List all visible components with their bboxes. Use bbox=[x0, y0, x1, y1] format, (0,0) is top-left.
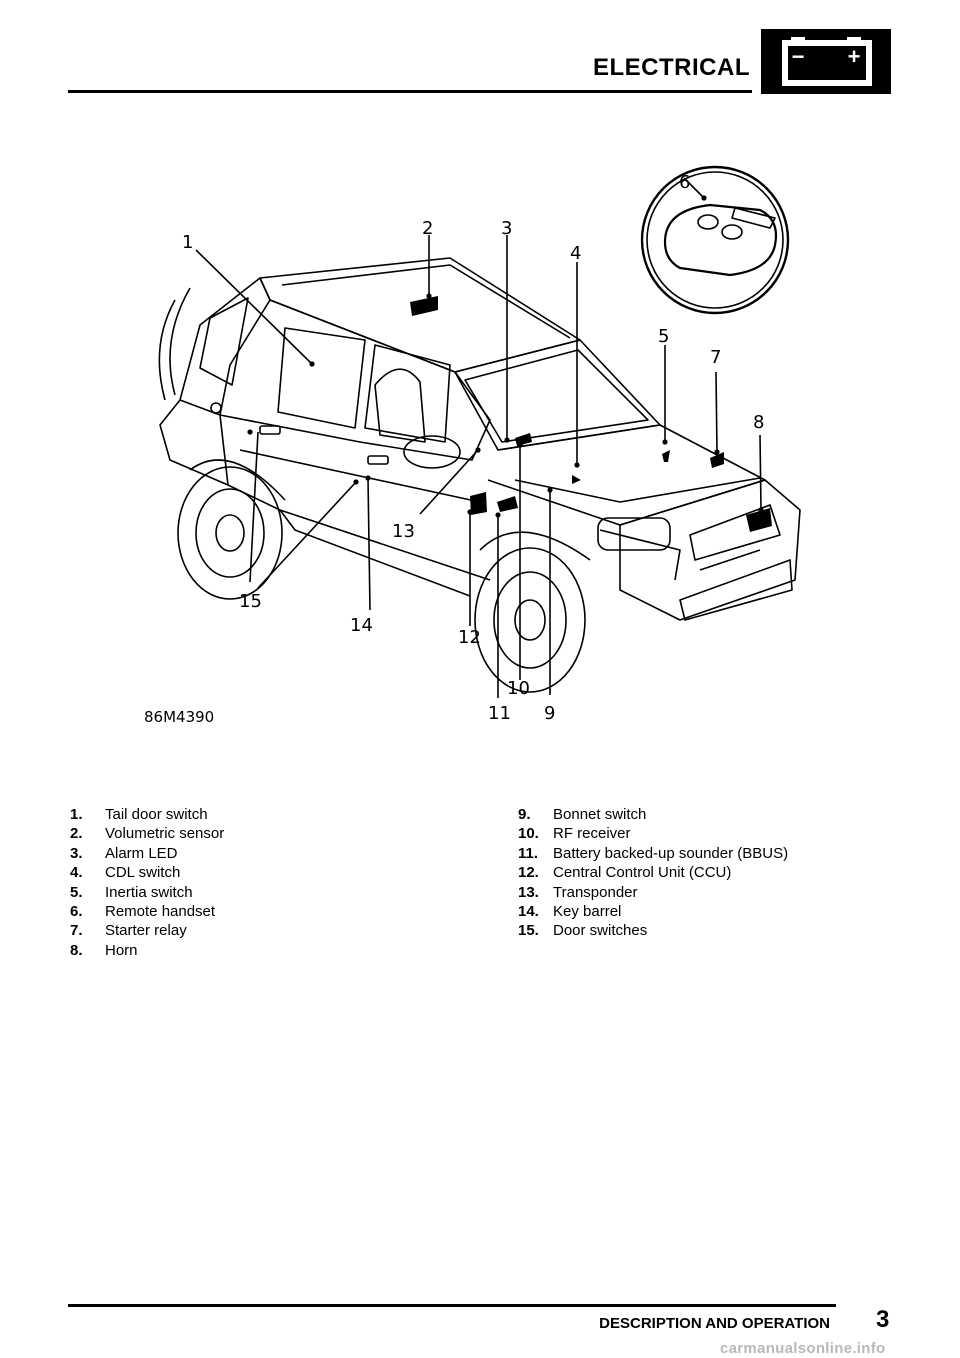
callout-5: 5 bbox=[658, 326, 670, 347]
legend-number: 5. bbox=[70, 883, 83, 901]
legend-number: 12. bbox=[518, 864, 539, 882]
legend-item: 13. Transponder bbox=[518, 883, 788, 902]
legend-label: Key barrel bbox=[553, 903, 622, 921]
legend-number: 7. bbox=[70, 922, 83, 940]
legend-label: CDL switch bbox=[105, 864, 181, 882]
legend-number: 2. bbox=[70, 825, 83, 843]
legend-item: 11. Battery backed-up sounder (BBUS) bbox=[518, 844, 788, 863]
legend-item: 15. Door switches bbox=[518, 921, 788, 940]
legend-number: 13. bbox=[518, 883, 539, 901]
callout-1: 1 bbox=[182, 232, 194, 253]
footer-rule bbox=[68, 1304, 836, 1307]
legend-label: Battery backed-up sounder (BBUS) bbox=[553, 844, 789, 862]
legend-label: Door switches bbox=[553, 922, 648, 940]
legend-item: 5. Inertia switch bbox=[70, 883, 224, 902]
vehicle-line-drawing bbox=[158, 165, 801, 698]
page-section-title: ELECTRICAL bbox=[593, 54, 750, 81]
legend-number: 9. bbox=[518, 806, 531, 823]
legend-number: 6. bbox=[70, 903, 83, 921]
legend-item: 3. Alarm LED bbox=[70, 844, 224, 863]
legend-item: 12. Central Control Unit (CCU) bbox=[518, 863, 788, 882]
legend-number: 4. bbox=[70, 864, 83, 882]
legend-number: 15. bbox=[518, 922, 539, 940]
legend-item: 8. Horn bbox=[70, 941, 224, 960]
callout-6: 6 bbox=[679, 172, 691, 193]
callout-9: 9 bbox=[544, 703, 556, 724]
callout-14: 14 bbox=[350, 615, 373, 636]
legend-label: Volumetric sensor bbox=[105, 825, 225, 843]
battery-plus-sign: + bbox=[848, 44, 861, 69]
legend-item: 6. Remote handset bbox=[70, 902, 224, 921]
legend-item: 14. Key barrel bbox=[518, 902, 788, 921]
legend-left-column: 1. Tail door switch 2. Volumetric sensor 3… bbox=[70, 805, 224, 960]
legend-number: 14. bbox=[518, 903, 539, 921]
legend-label: Tail door switch bbox=[105, 806, 208, 823]
legend-number: 11. bbox=[518, 844, 539, 862]
legend-number: 1. bbox=[70, 806, 83, 823]
vehicle-diagram: 1 2 3 4 5 6 7 8 9 10 11 12 13 14 15 bbox=[120, 150, 840, 740]
figure-reference-code: 86M4390 bbox=[144, 708, 215, 726]
legend-label: Bonnet switch bbox=[553, 806, 647, 823]
callout-10: 10 bbox=[507, 678, 530, 699]
callout-2: 2 bbox=[422, 218, 434, 239]
legend-label: Alarm LED bbox=[105, 844, 178, 862]
battery-minus-sign: − bbox=[792, 44, 805, 69]
callout-12: 12 bbox=[458, 627, 481, 648]
legend-number: 10. bbox=[518, 825, 539, 843]
legend-item: 10. RF receiver bbox=[518, 824, 788, 843]
legend-item: 7. Starter relay bbox=[70, 921, 224, 940]
legend-label: Horn bbox=[105, 941, 138, 959]
legend-label: Transponder bbox=[553, 883, 638, 901]
legend-item: 9. Bonnet switch bbox=[518, 805, 788, 824]
legend-item: 2. Volumetric sensor bbox=[70, 824, 224, 843]
legend-label: Remote handset bbox=[105, 903, 216, 921]
legend-label: Starter relay bbox=[105, 922, 187, 940]
callout-11: 11 bbox=[488, 703, 511, 724]
legend-number: 8. bbox=[70, 941, 83, 959]
legend-right-column: 9. Bonnet switch 10. RF receiver 11. Batter… bbox=[518, 805, 788, 941]
watermark: carmanualsonline.info bbox=[720, 1340, 886, 1357]
callout-13: 13 bbox=[392, 521, 415, 542]
header-rule bbox=[68, 90, 752, 93]
battery-icon: − + bbox=[761, 29, 891, 94]
callout-8: 8 bbox=[753, 412, 765, 433]
legend-number: 3. bbox=[70, 844, 83, 862]
legend-item: 1. Tail door switch bbox=[70, 805, 224, 824]
legend-item: 4. CDL switch bbox=[70, 863, 224, 882]
page-number: 3 bbox=[876, 1306, 890, 1333]
legend-label: Inertia switch bbox=[105, 883, 193, 901]
legend-label: RF receiver bbox=[553, 825, 631, 843]
callout-15: 15 bbox=[239, 591, 262, 612]
callout-4: 4 bbox=[570, 243, 582, 264]
callout-3: 3 bbox=[501, 218, 513, 239]
footer-section-title: DESCRIPTION AND OPERATION bbox=[599, 1315, 830, 1332]
callout-7: 7 bbox=[710, 347, 722, 368]
legend-label: Central Control Unit (CCU) bbox=[553, 864, 732, 882]
